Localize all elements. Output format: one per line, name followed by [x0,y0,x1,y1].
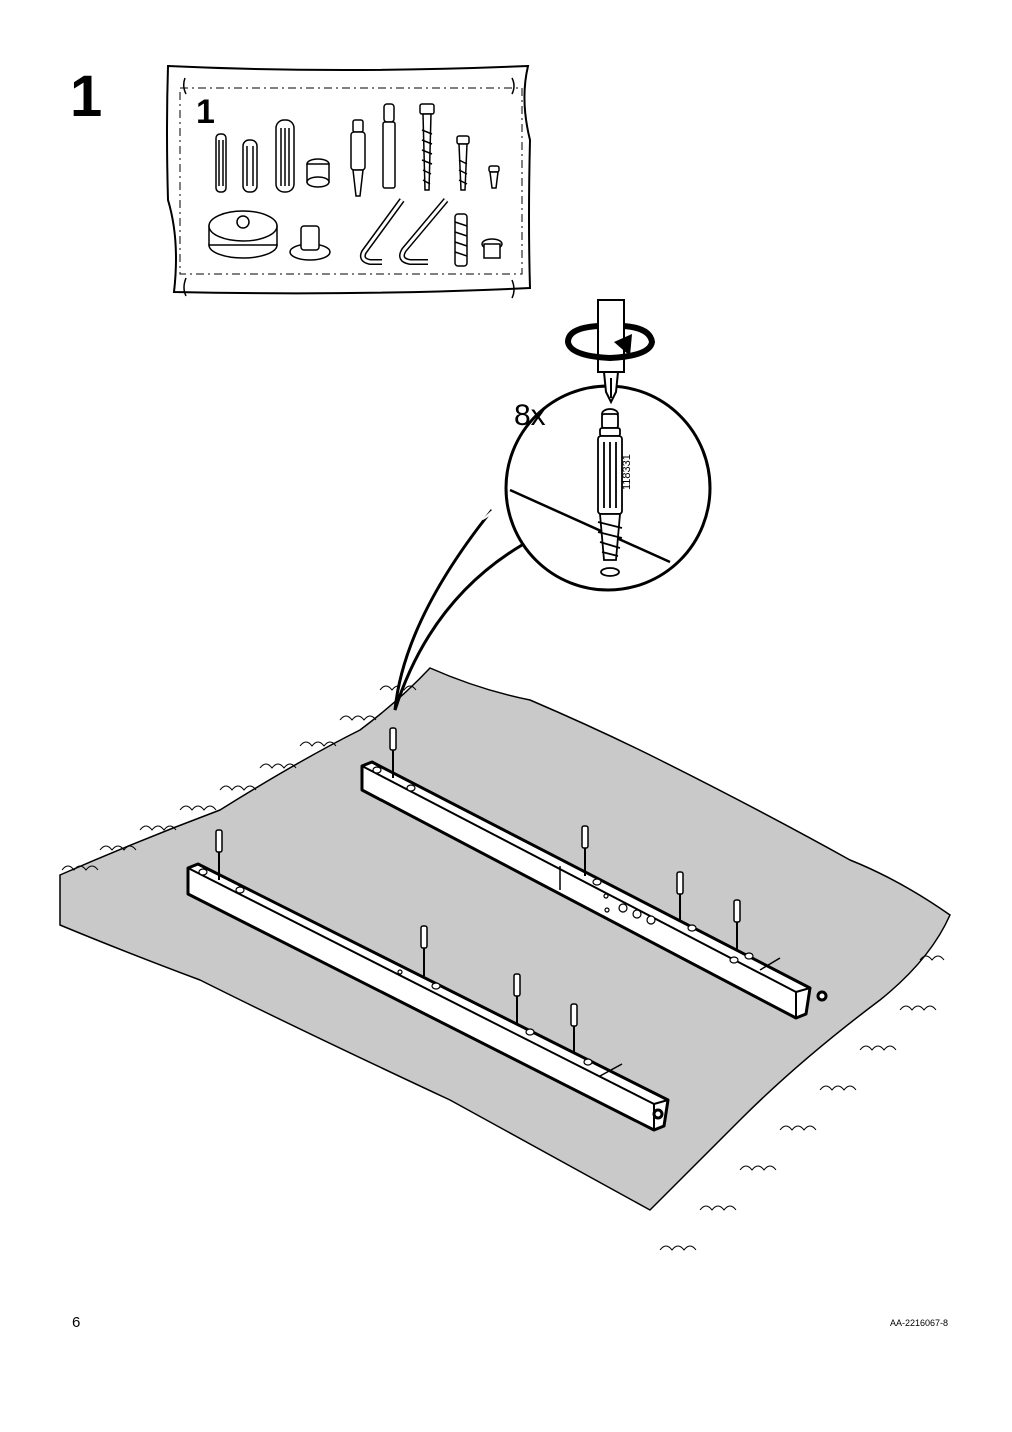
step-number: 1 [70,64,103,129]
quantity-label: 8x [514,399,546,432]
parts-bag-label: 1 [196,93,215,131]
part-number: 118331 [621,454,633,490]
rail-front-holes [198,868,593,1066]
rail-back [360,760,828,1020]
floor-mat [59,667,951,1251]
rail-front [186,862,670,1132]
document-code: AA-2216067-8 [889,1318,948,1328]
rotation-arrow-icon [564,323,656,362]
rail-back-holes [372,766,754,964]
detail-callout [393,384,712,711]
hardware-parts [208,103,503,267]
page-number: 6 [72,1314,81,1331]
cam-dowel-screws [215,727,741,1054]
